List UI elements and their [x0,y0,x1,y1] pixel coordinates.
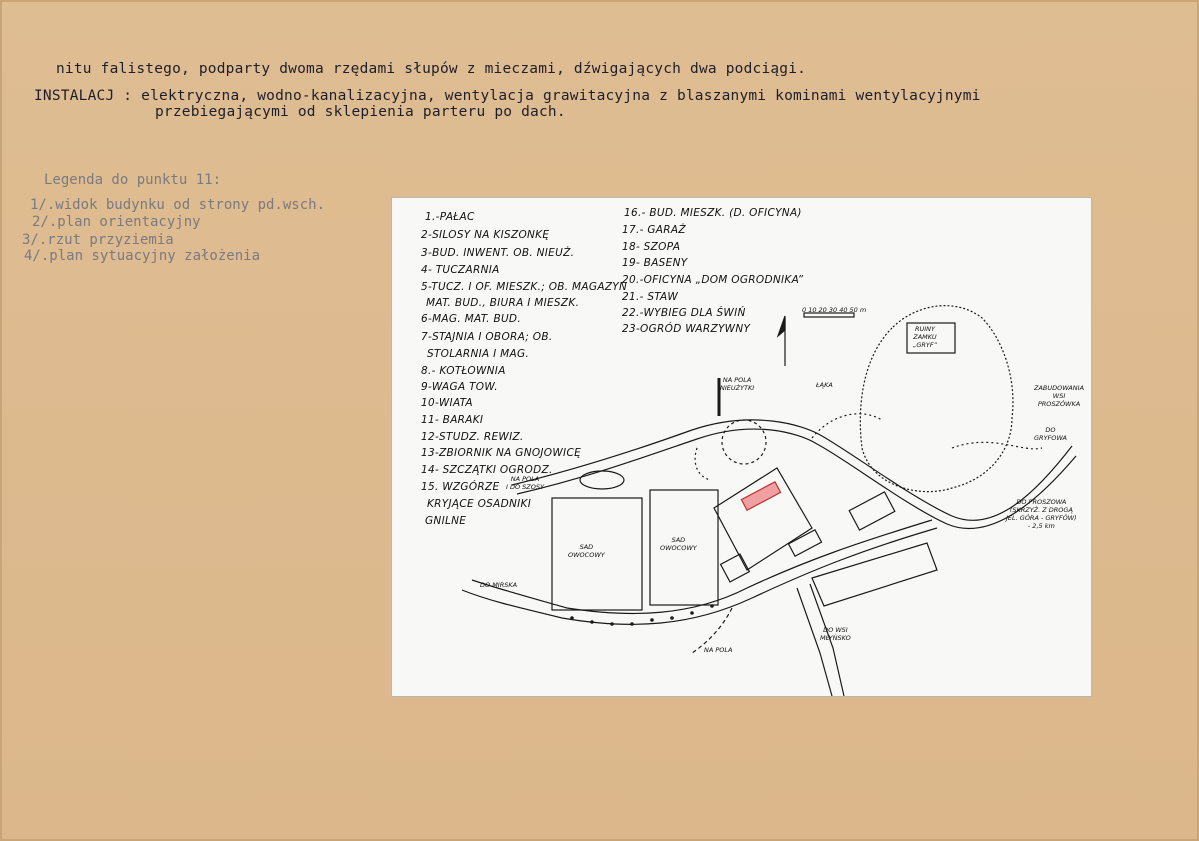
text-line-3: przebiegającymi od sklepienia parteru po… [155,104,566,120]
map-label-na-pola-left: NA POLA I DO SZOSY [506,475,544,491]
map-legend-item: 6-MAG. MAT. BUD. [421,313,521,325]
map-label-to-mlynsko: DO WSI MŁYŃSKO [820,626,851,642]
map-legend-item: 11- BARAKI [421,414,484,426]
legend-item: 1/.widok budynku od strony pd.wsch. [30,197,326,213]
map-label-na-pola: NA POLA NIEUŻYTKI [720,376,755,392]
map-legend-item: 9-WAGA TOW. [421,381,498,393]
map-legend-item: 22.-WYBIEG DLA ŚWIŃ [622,307,746,319]
scale-bar [803,312,855,318]
pond [579,470,625,490]
legend-item: 4/.plan sytuacyjny założenia [24,248,261,264]
courtyard [713,467,813,571]
map-legend-item: 4- TUCZARNIA [421,264,500,276]
map-label-orchard-1: SAD OWOCOWY [568,543,605,559]
map-legend-item: 1.-PAŁAC [425,211,475,223]
map-legend-item: MAT. BUD., BIURA I MIESZK. [426,297,580,309]
map-legend-item: 8.- KOTŁOWNIA [421,365,506,377]
map-legend-item: 23-OGRÓD WARZYWNY [622,323,751,335]
text-line-2: INSTALACJ : elektryczna, wodno-kanalizac… [34,88,981,104]
map-label-ruins: RUINY ZAMKU „GRYF” [913,325,937,349]
map-legend-item: KRYJĄCE OSADNIKI [427,498,532,510]
map-legend-item: 20.-OFICYNA „DOM OGRODNIKA” [622,274,804,286]
site-plan-drawing [461,305,1077,696]
vegetable-garden [811,542,938,607]
map-legend-item: 2-SILOSY NA KISZONKĘ [421,229,550,241]
map-label-to-gryfow: DO GRYFOWA [1034,426,1067,442]
map-label-na-pola-bottom: NA POLA [704,646,733,654]
legend-item: 3/.rzut przyziemia [22,232,174,248]
castle-hill [859,305,1014,493]
map-legend-item: 19- BASENY [622,257,688,269]
map-legend-item: GNILNE [425,515,467,527]
map-legend-item: 17.- GARAŻ [622,224,686,236]
map-legend-item: 21.- STAW [622,291,679,303]
map-legend-item: 5-TUCZ. I OF. MIESZK.; OB. MAGAZYN [421,281,628,293]
map-legend-item: 3-BUD. INWENT. OB. NIEUŻ. [421,247,575,259]
map-label-to-proszow: DO PROSZOWA (SKRZYŻ. Z DROGĄ JEL. GÓRA -… [1006,498,1077,530]
map-legend-item: 10-WIATA [421,397,473,409]
map-legend-item: 18- SZOPA [622,241,681,253]
map-label-orchard-2: SAD OWOCOWY [660,536,697,552]
map-label-village: ZABUDOWANIA WSI PROSZÓWKA [1034,384,1085,408]
site-plan-photo: 1.-PAŁAC 2-SILOSY NA KISZONKĘ 3-BUD. INW… [391,197,1092,697]
map-label-to-mirsk: DO MIRSKA [480,581,518,589]
map-legend-item: 13-ZBIORNIK NA GNOJOWICĘ [421,447,582,459]
orchard-2 [649,489,719,606]
legend-item: 2/.plan orientacyjny [32,214,201,230]
hill-15 [721,419,767,465]
orchard-1 [551,497,643,611]
map-label-laka: ŁĄKA [816,381,833,389]
map-legend-item: STOLARNIA I MAG. [427,348,530,360]
text-line-1: nitu falistego, podparty dwoma rzędami s… [56,61,807,77]
scale-label: 0 10 20 30 40 50 m [802,306,867,314]
map-legend-item: 12-STUDZ. REWIZ. [421,431,524,443]
castle-ruins [906,322,956,354]
map-legend-item: 16.- BUD. MIESZK. (D. OFICYNA) [624,207,802,219]
map-legend-item: 15. WZGÓRZE [421,481,500,493]
legend-title: Legenda do punktu 11: [44,172,222,188]
map-legend-item: 7-STAJNIA I OBORA; OB. [421,331,553,343]
map-legend-item: 14- SZCZĄTKI OGRODZ. [421,464,553,476]
palace-building [740,480,782,512]
